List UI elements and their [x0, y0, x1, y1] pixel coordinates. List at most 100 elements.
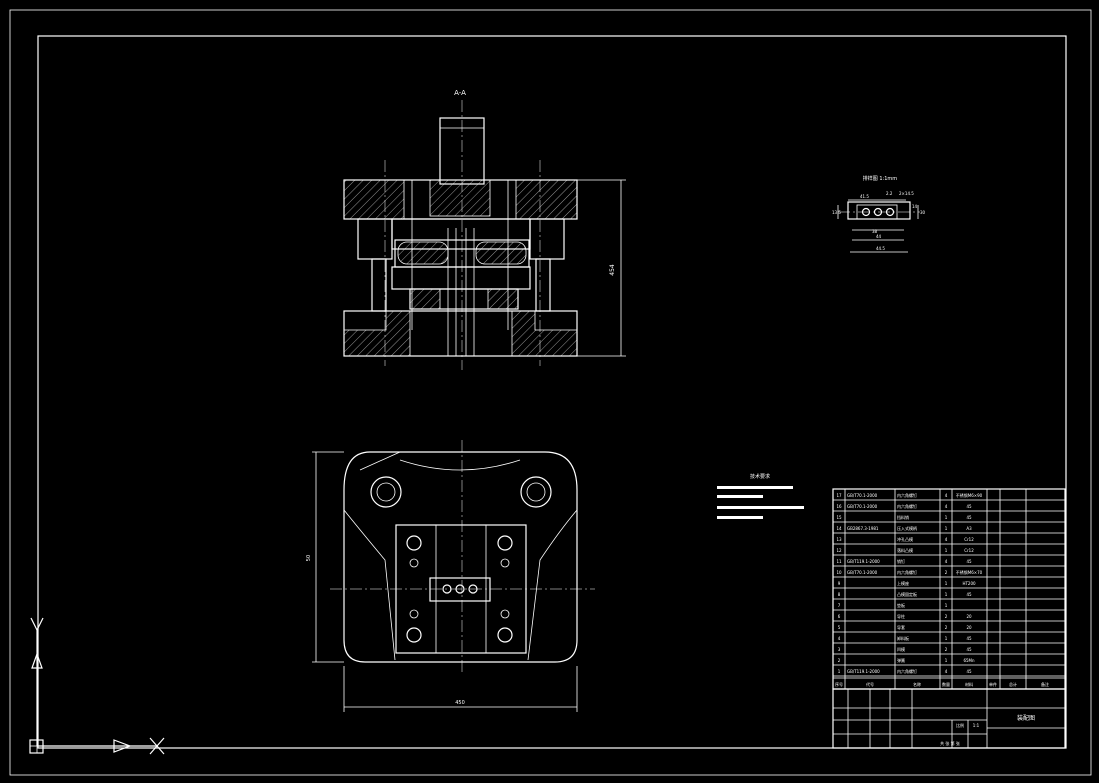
bom-header-cell: 代号	[866, 681, 874, 687]
bom-cell-mat: 45	[966, 559, 972, 564]
bom-header-cell: 总计	[1009, 681, 1017, 687]
bom-cell-mat: 45	[966, 647, 972, 652]
bom-cell-qty: 4	[945, 669, 948, 674]
outer-border	[9, 9, 1092, 776]
bom-cell-name: 导套	[897, 624, 905, 630]
bom-cell-name: 销钉	[897, 558, 905, 564]
drawing-name: 装配图	[1017, 714, 1035, 722]
strip-dim-5: 38	[872, 229, 878, 234]
bom-cell-name: 内六角螺钉	[897, 668, 917, 674]
front-height-dim: 454	[609, 264, 616, 276]
bom-cell-name: 落料凸模	[897, 547, 913, 553]
tech-requirements-title: 技术要求	[750, 473, 770, 480]
strip-dim-2: 2.2	[886, 191, 893, 196]
bom-cell-mat: Cr12	[964, 537, 974, 542]
bom-cell-std: GB/T119.1-2000	[847, 669, 880, 674]
bom-cell-qty: 4	[945, 537, 948, 542]
bom-cell-no: 7	[838, 603, 841, 608]
plan-height-dim: 50	[306, 555, 312, 561]
bom-cell-qty: 2	[945, 614, 948, 619]
bom-cell-qty: 1	[945, 658, 948, 663]
plan-width-dim: 450	[455, 700, 465, 706]
bom-cell-mat: A3	[966, 526, 972, 531]
bom-cell-mat: 45	[966, 504, 972, 509]
bom-cell-std: GB/T70.1-2000	[847, 570, 878, 575]
strip-dim-3: 2×14.5	[899, 191, 914, 196]
strip-dim-8: 14	[912, 204, 918, 209]
bom-cell-mat: 45	[966, 636, 972, 641]
strip-dim-4: 13.5	[832, 210, 841, 215]
strip-dim-7: 30	[920, 210, 926, 215]
ucs-icon	[29, 617, 165, 755]
bom-cell-name: 冲孔凸模	[897, 536, 913, 542]
scale-label: 比例	[956, 722, 964, 728]
bom-cell-no: 8	[838, 592, 841, 597]
bom-header-cell: 备注	[1041, 681, 1049, 687]
bom-cell-qty: 1	[945, 526, 948, 531]
bom-cell-qty: 4	[945, 504, 948, 509]
bom-header-cell: 材料	[965, 681, 973, 687]
tech-requirements-lines	[717, 486, 804, 519]
strip-layout-title: 排样图 1:1mm	[863, 175, 898, 182]
bom-cell-no: 11	[836, 559, 842, 564]
bom-cell-name: 凹模	[897, 646, 905, 652]
strip-dim-1: 41.5	[860, 194, 869, 199]
bom-header-cell: 单件	[989, 681, 997, 687]
bom-cell-mat: 45	[966, 669, 972, 674]
bom-cell-name: 垫板	[897, 602, 905, 608]
bom-cell-no: 13	[836, 537, 842, 542]
bom-cell-qty: 1	[945, 636, 948, 641]
bom-header-cell: 序号	[835, 681, 843, 687]
bom-cell-no: 2	[838, 658, 841, 663]
bom-cell-no: 15	[836, 515, 842, 520]
bom-cell-name: 卸料板	[897, 635, 909, 641]
bom-cell-no: 16	[836, 504, 842, 509]
bom-cell-std: GB/T70.1-2000	[847, 493, 878, 498]
bom-cell-mat: 不锈钢M6×70	[956, 569, 983, 575]
bom-cell-qty: 1	[945, 592, 948, 597]
bom-cell-name: 凸模固定板	[897, 591, 917, 597]
bom-cell-name: 挡料销	[897, 514, 909, 520]
bom-cell-qty: 2	[945, 570, 948, 575]
guide-hole-right	[520, 476, 552, 508]
bom-cell-no: 6	[838, 614, 841, 619]
sheet-info: 共 张 第 张	[940, 740, 960, 746]
front-section-view	[343, 100, 626, 370]
bom-cell-std: GB2867.3-1981	[847, 526, 879, 531]
bom-cell-std: GB/T70.1-2000	[847, 504, 878, 509]
strip-dim-9: 44.5	[876, 246, 885, 251]
bom-cell-mat: 65Mn	[963, 658, 975, 663]
bom-cell-name: 压入式模柄	[897, 525, 917, 531]
bom-cell-no: 4	[838, 636, 841, 641]
scale-value: 1:1	[973, 723, 980, 728]
strip-layout	[837, 199, 920, 253]
bom-cell-mat: 45	[966, 515, 972, 520]
bom-cell-mat: 20	[966, 625, 972, 630]
bom-cell-name: 导柱	[897, 613, 905, 619]
bom-cell-no: 10	[836, 570, 842, 575]
bom-cell-no: 14	[836, 526, 842, 531]
bom-cell-qty: 4	[945, 493, 948, 498]
bom-cell-qty: 1	[945, 515, 948, 520]
bom-cell-no: 5	[838, 625, 841, 630]
bom-header-cell: 数量	[942, 681, 950, 687]
title-block	[832, 688, 1066, 749]
bom-cell-no: 3	[838, 647, 841, 652]
inner-border	[37, 35, 1067, 749]
bom-cell-name: 内六角螺钉	[897, 503, 917, 509]
bom-cell-mat: HT200	[962, 581, 976, 586]
bom-cell-qty: 2	[945, 625, 948, 630]
bom-cell-mat: 不锈钢M6×90	[956, 492, 983, 498]
section-label: A-A	[454, 89, 466, 97]
bom-cell-qty: 4	[945, 559, 948, 564]
bom-cell-no: 17	[836, 493, 842, 498]
bom-cell-no: 1	[838, 669, 841, 674]
bom-cell-qty: 1	[945, 548, 948, 553]
bom-cell-std: GB/T119.1-2000	[847, 559, 880, 564]
bom-cell-no: 12	[836, 548, 842, 553]
bom-header-cell: 名称	[913, 681, 921, 687]
bom-cell-mat: 20	[966, 614, 972, 619]
bom-cell-name: 上模座	[897, 580, 909, 586]
